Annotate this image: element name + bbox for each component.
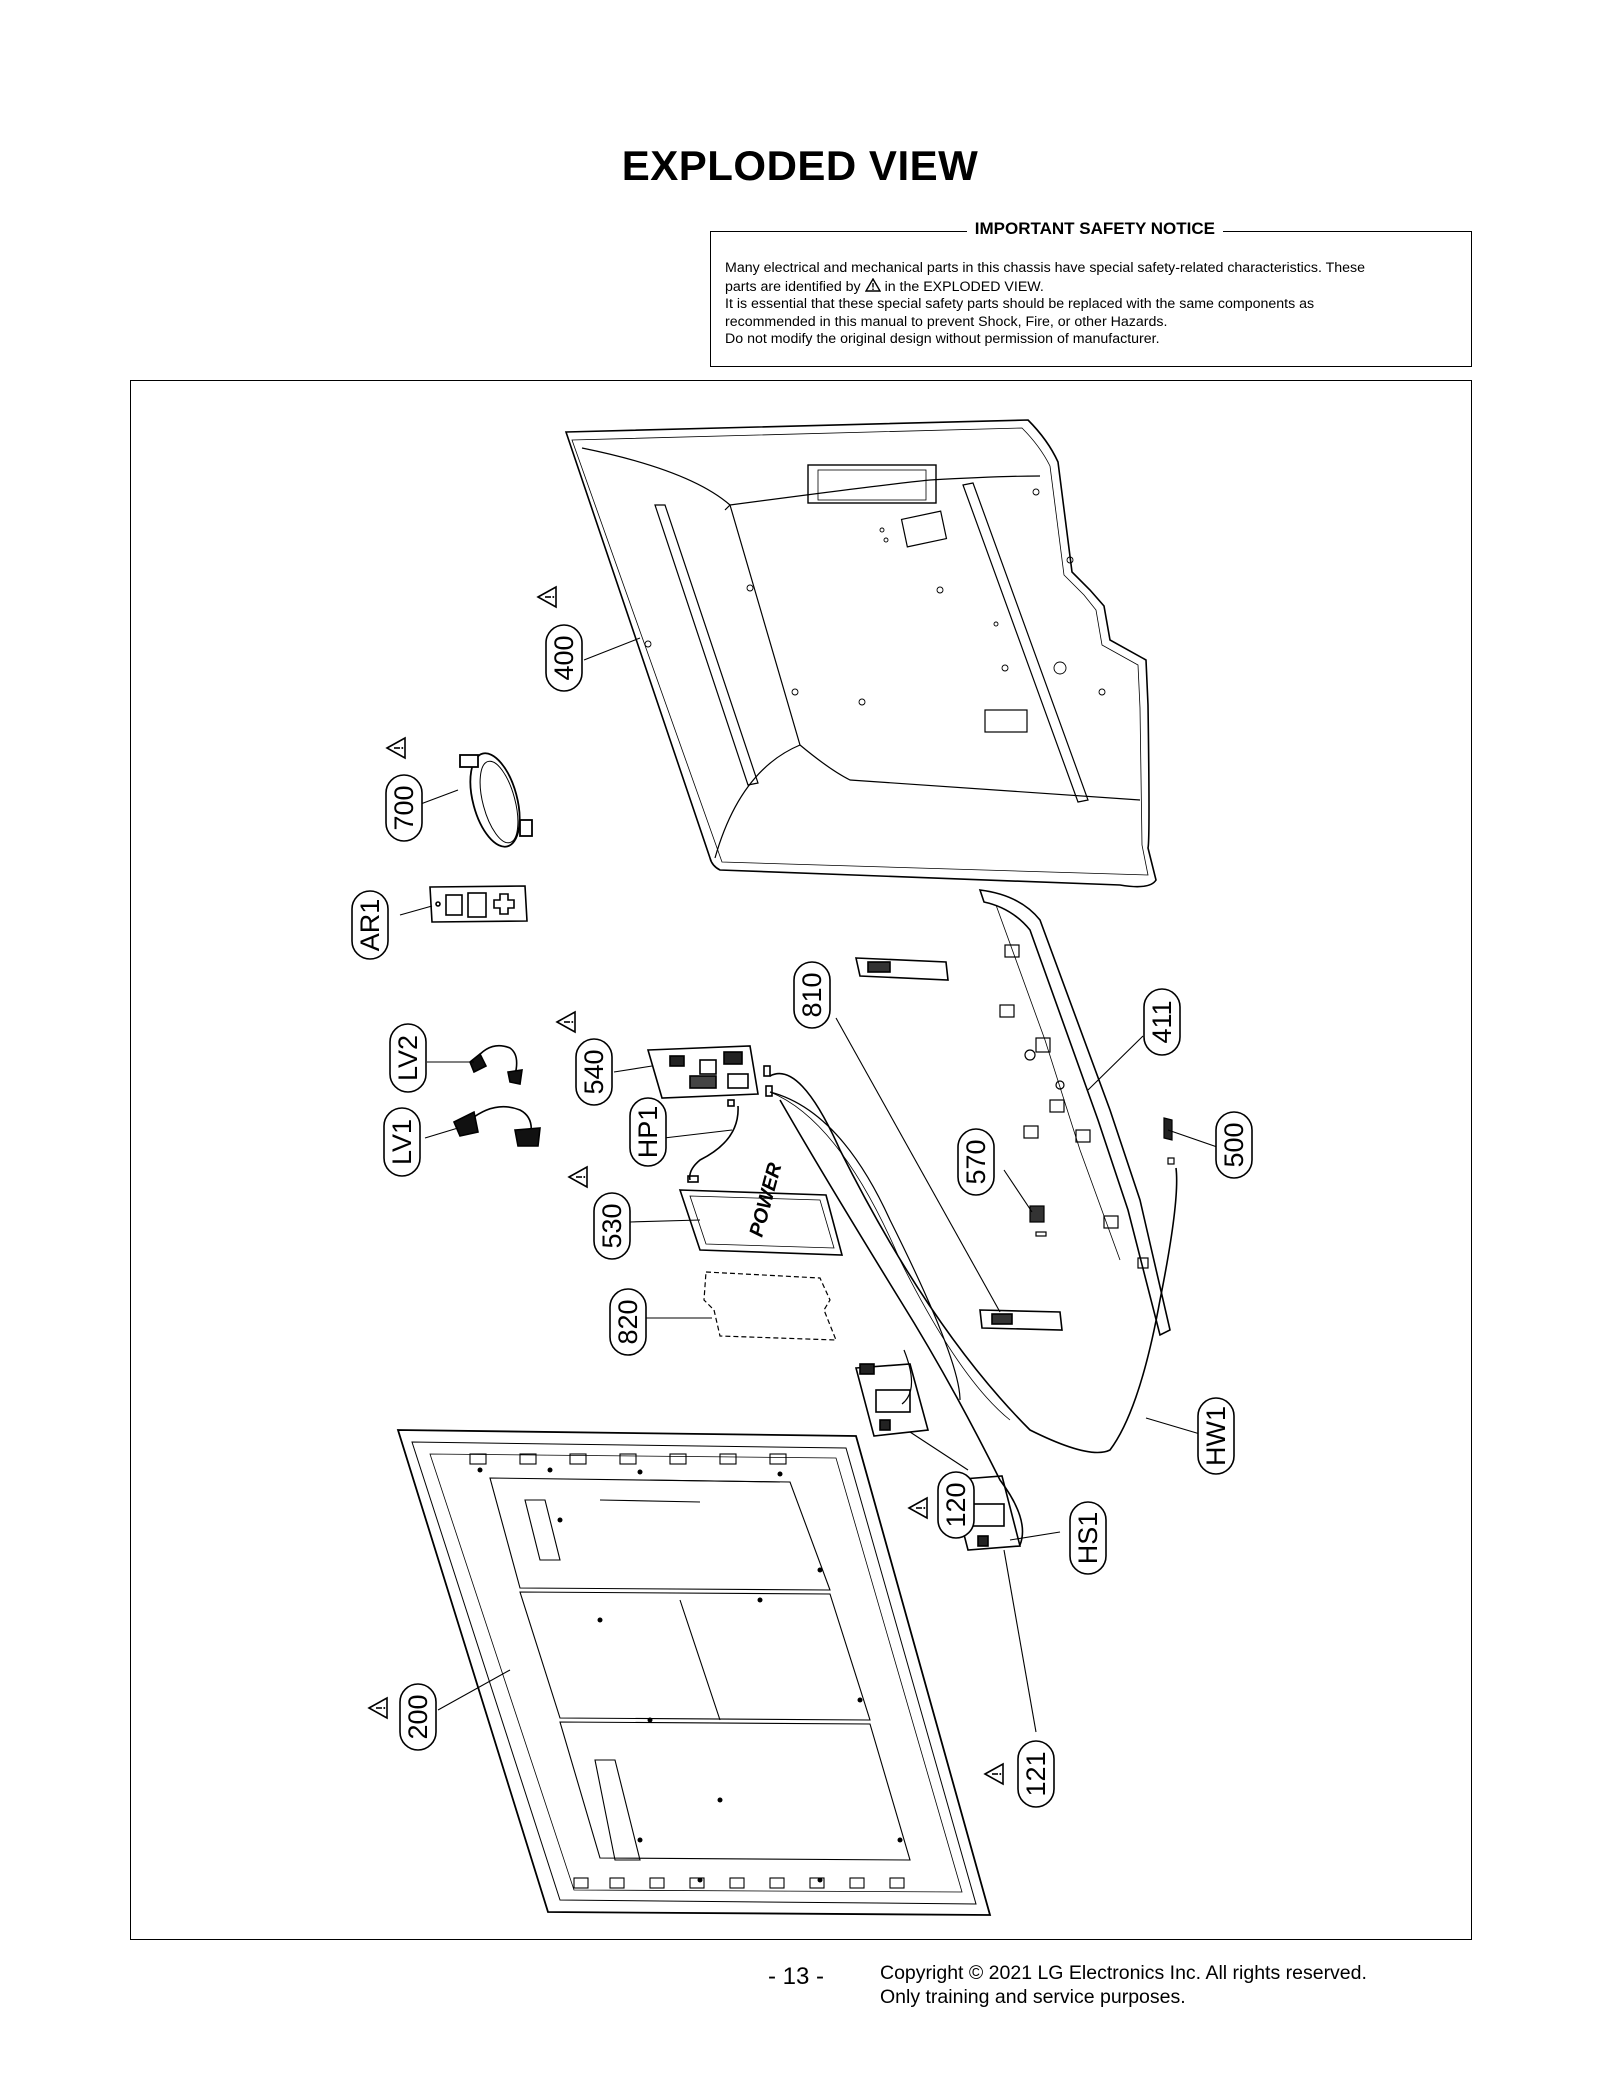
label-570-text: 570 (961, 1139, 991, 1184)
label-200: 200 (399, 1683, 437, 1751)
warning-triangle-icon (537, 586, 557, 608)
wire-hs1 (779, 1099, 1024, 1546)
part-labels: 400 700 AR1 LV2 LV1 540 HP1 530 (351, 624, 1253, 1808)
label-411: 411 (1143, 988, 1181, 1056)
label-LV2: LV2 (389, 1023, 427, 1093)
label-540-text: 540 (579, 1049, 609, 1094)
leader-lines (399, 637, 1221, 1733)
power-cord-part (459, 752, 533, 848)
label-HS1: HS1 (1069, 1501, 1107, 1575)
warning-triangle-icon (864, 277, 881, 292)
speaker-120-part (854, 1363, 930, 1437)
remote-control-part (429, 885, 528, 923)
copyright-line-2: Only training and service purposes. (880, 1986, 1186, 2008)
notice-line-2-start: parts are identified by (725, 278, 861, 295)
label-HS1-text: HS1 (1073, 1512, 1103, 1565)
label-121: 121 (1017, 1740, 1055, 1808)
label-500: 500 (1215, 1111, 1253, 1179)
copyright-line-1: Copyright © 2021 LG Electronics Inc. All… (880, 1962, 1367, 1984)
notice-line-2-end: in the EXPLODED VIEW. (884, 278, 1044, 295)
notice-line-5: Do not modify the original design withou… (725, 331, 1160, 347)
label-400-text: 400 (549, 635, 579, 680)
diagram-frame (130, 380, 1472, 1940)
warning-triangle-icon (556, 1011, 576, 1033)
label-AR1-text: AR1 (355, 899, 385, 952)
power-board-part: POWER (678, 1160, 844, 1256)
label-530-text: 530 (597, 1203, 627, 1248)
label-120: 120 (937, 1471, 975, 1539)
label-LV2-text: LV2 (393, 1035, 423, 1081)
warning-triangle-icon (568, 1166, 588, 1188)
label-HW1-text: HW1 (1201, 1406, 1231, 1466)
lvds-cable-lv2-part (469, 1044, 523, 1085)
safety-notice-title: IMPORTANT SAFETY NOTICE (966, 219, 1223, 238)
part-500 (1163, 1117, 1175, 1165)
label-500-text: 500 (1219, 1122, 1249, 1167)
label-HW1: HW1 (1197, 1397, 1235, 1475)
insulator-sheet-part (703, 1271, 837, 1341)
label-540: 540 (575, 1038, 613, 1106)
warning-triangle-icon (368, 1697, 388, 1719)
label-411-text: 411 (1147, 1000, 1177, 1043)
warning-triangle-icon (386, 737, 406, 759)
part-570 (1029, 1205, 1047, 1237)
label-120-text: 120 (941, 1482, 971, 1527)
label-200-text: 200 (403, 1694, 433, 1739)
back-cover-part (564, 419, 1157, 888)
wire-hp1 (688, 1105, 739, 1181)
label-810: 810 (793, 961, 831, 1029)
label-LV1: LV1 (383, 1107, 421, 1177)
notice-line-1: Many electrical and mechanical parts in … (725, 260, 1366, 276)
notice-line-3: It is essential that these special safet… (725, 296, 1315, 312)
bracket-810-part (854, 957, 1063, 1331)
frame-bracket-411-part (978, 889, 1171, 1337)
label-820: 820 (609, 1288, 647, 1356)
label-AR1: AR1 (351, 890, 389, 960)
label-400: 400 (545, 624, 583, 692)
page-number: - 13 - (768, 1963, 825, 1990)
label-700-text: 700 (389, 785, 419, 830)
safety-notice-box: IMPORTANT SAFETY NOTICE Many electrical … (710, 219, 1472, 367)
label-121-text: 121 (1021, 1751, 1051, 1796)
copyright-notice: Copyright © 2021 LG Electronics Inc. All… (880, 1961, 1367, 2009)
label-HP1: HP1 (629, 1097, 667, 1167)
label-HP1-text: HP1 (633, 1106, 663, 1159)
power-board-label: POWER (746, 1160, 787, 1239)
label-820-text: 820 (613, 1299, 643, 1344)
display-module-part (396, 1429, 992, 1916)
notice-line-4: recommended in this manual to prevent Sh… (725, 313, 1168, 330)
label-530: 530 (593, 1192, 631, 1260)
label-570: 570 (957, 1128, 995, 1196)
safety-notice-body: Many electrical and mechanical parts in … (725, 260, 1457, 349)
main-board-part (646, 1045, 773, 1107)
label-810-text: 810 (797, 972, 827, 1017)
wire-hw1 (769, 1072, 1178, 1454)
page-title: EXPLODED VIEW (621, 142, 979, 189)
warning-triangle-icon (908, 1497, 928, 1519)
label-700: 700 (385, 774, 423, 842)
lvds-cable-lv1-part (452, 1105, 541, 1147)
wire-harnesses (688, 1072, 1178, 1546)
label-LV1-text: LV1 (387, 1119, 417, 1165)
warning-triangle-icon (984, 1763, 1004, 1785)
